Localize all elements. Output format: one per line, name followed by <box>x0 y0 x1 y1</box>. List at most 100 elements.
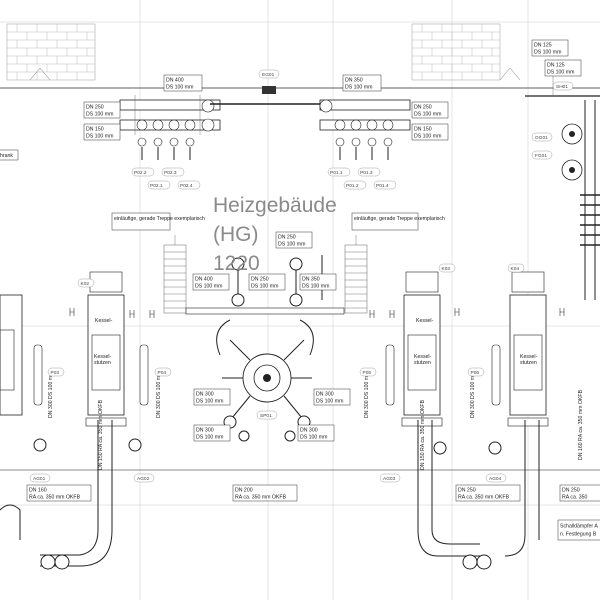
tag-ag02: AG02 <box>133 473 155 483</box>
dim-dn160-left: DN 160 RA ca. 350 mm OKFB <box>26 484 92 502</box>
svg-text:DN 150: DN 150 <box>86 127 104 133</box>
svg-text:Kessel-: Kessel- <box>416 318 434 324</box>
stair-left-label: einläufige, gerade Treppe exemplarisch <box>114 216 205 222</box>
dim-dn250-mid: DN 250 DS 100 mm <box>275 231 313 249</box>
dim-dn250-right: DN 250 DS 100 mm <box>411 101 449 119</box>
dim-dn300-c3: DN 300 DS 100 mm <box>193 424 231 442</box>
dim-dn400-top: DN 400 DS 100 mm <box>163 74 203 92</box>
svg-text:n. Festlegung B: n. Festlegung B <box>560 532 597 538</box>
svg-text:DN 150: DN 150 <box>414 127 432 133</box>
tag-p05: P05 <box>359 367 377 377</box>
building-abbr: (HG) <box>213 223 259 246</box>
svg-text:DN 160 RA ca. 350 mm OKFB: DN 160 RA ca. 350 mm OKFB <box>578 389 584 460</box>
svg-text:DN 300: DN 300 <box>300 428 318 434</box>
svg-text:K02: K02 <box>81 281 90 287</box>
svg-text:DS 100 mm: DS 100 mm <box>196 399 223 405</box>
svg-text:DN 200: DN 200 <box>235 488 253 494</box>
h-markers <box>69 308 565 318</box>
tag-sp01: SP01 <box>256 410 278 420</box>
dim-dn125-b: DN 125 DS 100 mm <box>544 59 582 77</box>
svg-text:P03: P03 <box>51 370 60 376</box>
svg-text:DN 300 DS 100 mm: DN 300 DS 100 mm <box>156 372 162 418</box>
svg-text:DS 100 mm: DS 100 mm <box>414 112 441 118</box>
boiler-left-2 <box>85 271 127 427</box>
riser-right-top <box>525 60 600 300</box>
tag-p012: P01.2 <box>343 180 367 190</box>
boiler-left-1 <box>0 294 23 416</box>
tag-p021: P02.1 <box>147 180 171 190</box>
svg-text:DS 100 mm: DS 100 mm <box>302 284 329 290</box>
dim-dn300-c4: DN 300 DS 100 mm <box>297 424 335 442</box>
dim-dn250-bot: DN 250 RA ca. 350 mm OKFB <box>455 484 521 502</box>
building-number: 1220 <box>213 252 260 275</box>
dim-dn200-mid: DN 200 RA ca. 350 mm OKFB <box>232 484 298 502</box>
svg-text:DN 300: DN 300 <box>196 428 214 434</box>
svg-text:AG01: AG01 <box>33 476 46 482</box>
svg-text:P01.2: P01.2 <box>346 183 359 189</box>
stair-left <box>163 235 187 314</box>
kessel-labels: Kessel- Kessel- stutzen Kessel- Kessel- … <box>94 318 538 366</box>
lower-pipes <box>0 420 540 570</box>
dim-dn300-c1: DN 300 DS 100 mm <box>193 388 231 406</box>
svg-text:DN 125: DN 125 <box>547 63 565 69</box>
svg-text:DN 250: DN 250 <box>458 488 476 494</box>
svg-text:DN 300 DS 100 mm: DN 300 DS 100 mm <box>48 372 54 418</box>
svg-text:DS 100 mm: DS 100 mm <box>86 134 113 140</box>
svg-text:P02.3: P02.3 <box>164 170 177 176</box>
svg-text:DS 100 mm: DS 100 mm <box>86 112 113 118</box>
tag-k04: K04 <box>507 263 525 273</box>
tag-p014: P01.4 <box>373 180 397 190</box>
stair-right-label: einläufige, gerade Treppe exemplarisch <box>354 216 445 222</box>
svg-text:P06: P06 <box>471 370 480 376</box>
tag-p03: P03 <box>47 367 65 377</box>
svg-text:DN 250: DN 250 <box>278 235 296 241</box>
svg-text:P02.1: P02.1 <box>150 183 163 189</box>
svg-text:Kessel-: Kessel- <box>95 318 113 324</box>
svg-text:GG01: GG01 <box>535 135 548 141</box>
svg-text:DN 300 DS 100 mm: DN 300 DS 100 mm <box>470 372 476 418</box>
svg-text:DS 100 mm: DS 100 mm <box>345 85 372 91</box>
svg-text:P01.1: P01.1 <box>330 170 343 176</box>
svg-text:DS 100 mm: DS 100 mm <box>195 284 222 290</box>
tag-eg01: EG01 <box>258 69 280 79</box>
tag-p04: P04 <box>154 367 172 377</box>
manifold-right <box>262 86 411 160</box>
svg-text:DN 250: DN 250 <box>251 277 269 283</box>
wall-right <box>411 23 521 81</box>
svg-text:DN 125: DN 125 <box>534 43 552 49</box>
dimension-labels: DN 400 DS 100 mm DN 350 DS 100 mm DN 250… <box>26 39 600 541</box>
svg-text:stutzen: stutzen <box>414 360 431 366</box>
boiler-right-1 <box>401 271 443 427</box>
dim-dn125-a: DN 125 DS 100 mm <box>531 39 569 57</box>
svg-text:DN 250: DN 250 <box>86 105 104 111</box>
svg-text:DS 100 mm: DS 100 mm <box>196 435 223 441</box>
svg-text:DS 100 mm: DS 100 mm <box>316 399 343 405</box>
wall-left <box>6 23 96 81</box>
svg-text:K03: K03 <box>442 266 451 272</box>
tag-p022: P02.2 <box>131 167 155 177</box>
svg-text:Schalldämpfer A: Schalldämpfer A <box>560 524 598 530</box>
tag-fg01: FG01 <box>531 150 553 160</box>
dim-dn250-edge: DN 250 RA ca. 350 <box>559 484 600 502</box>
svg-text:P05: P05 <box>363 370 372 376</box>
svg-text:FG01: FG01 <box>535 153 547 159</box>
svg-text:stutzen: stutzen <box>520 360 537 366</box>
dim-dn400-mid: DN 400 DS 100 mm <box>192 273 230 291</box>
svg-text:AG04: AG04 <box>489 476 502 482</box>
dim-dn150-right: DN 150 DS 100 mm <box>411 123 449 141</box>
svg-text:DS 100 mm: DS 100 mm <box>166 85 193 91</box>
dim-dn350-mid: DN 350 DS 100 mm <box>299 273 337 291</box>
svg-text:DN 400: DN 400 <box>166 78 184 84</box>
note-right-bottom: Schalldämpfer A n. Festlegung B <box>557 519 600 541</box>
svg-text:DS 100 mm: DS 100 mm <box>278 242 305 248</box>
boiler-right-2 <box>507 271 549 427</box>
pumps-ag <box>33 438 502 455</box>
tag-gg01: GG01 <box>531 132 553 142</box>
svg-text:DN 400: DN 400 <box>195 277 213 283</box>
tag-p023: P02.3 <box>161 167 185 177</box>
svg-text:Kessel-: Kessel- <box>414 354 432 360</box>
svg-text:DN 150 RA ca. 350 mm OKFB: DN 150 RA ca. 350 mm OKFB <box>98 399 104 470</box>
dim-dn250-mid2: DN 250 DS 100 mm <box>248 273 286 291</box>
